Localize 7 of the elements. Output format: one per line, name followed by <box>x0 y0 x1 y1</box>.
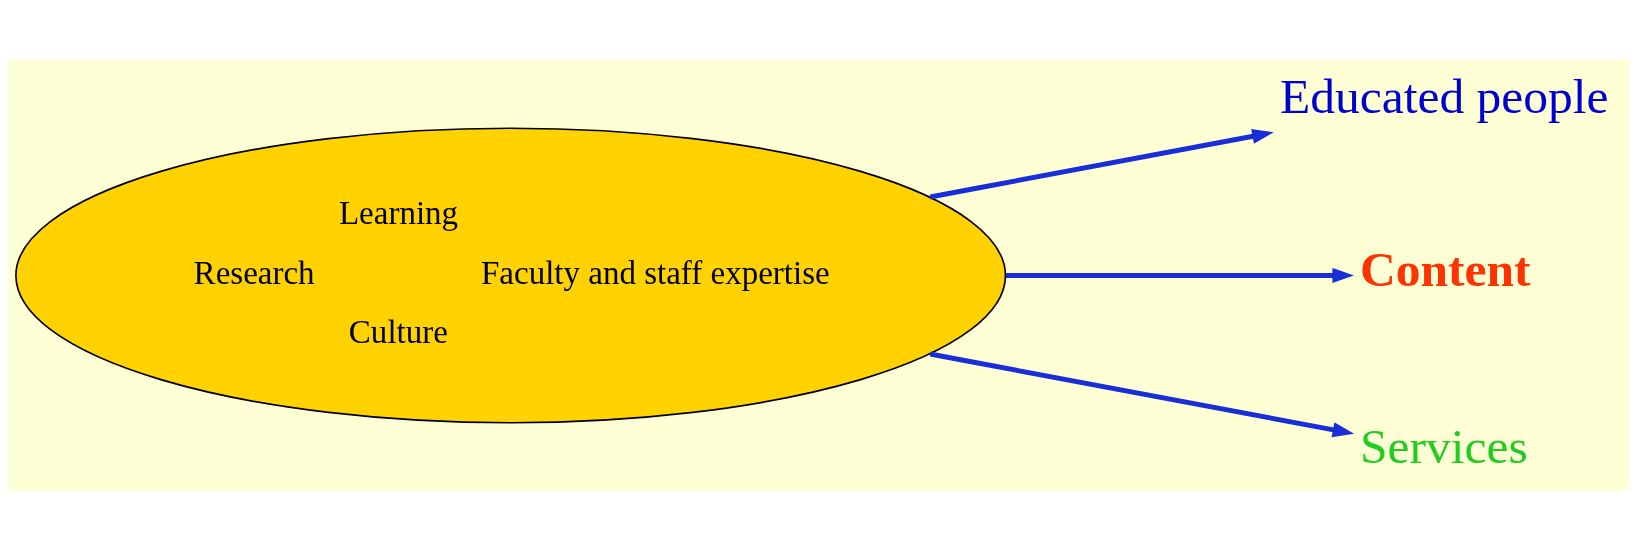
node-text: Content <box>1360 241 1531 297</box>
node-text: Educated people <box>1279 68 1609 124</box>
arrow <box>1005 267 1354 283</box>
arrow <box>929 128 1274 199</box>
arrow <box>929 351 1355 437</box>
node-ellipse: Learning Research Faculty and staff expertise Culture <box>15 126 1007 424</box>
node-text: Services <box>1360 418 1528 474</box>
